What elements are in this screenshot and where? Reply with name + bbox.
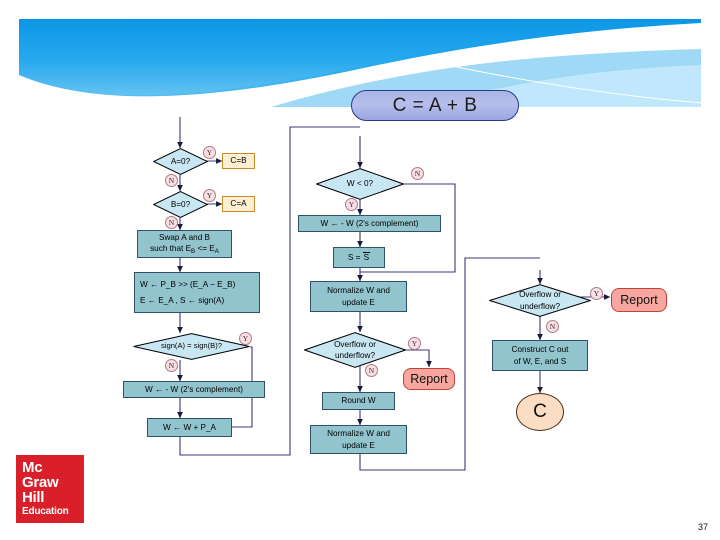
process-align-line2: E ← E_A , S ← sign(A) [140, 295, 225, 305]
decision-w-less-than-zero-label: W < 0? [346, 179, 374, 189]
process-normalize-col2-line1: Normalize W and [327, 286, 390, 296]
badge-yes-overflow-col2: Y [408, 337, 421, 350]
report-col2-label: Report [410, 371, 448, 386]
process-swap-a-b[interactable]: Swap A and B such that EB <= EA [137, 230, 232, 258]
process-negate-w-col1-label: W ← - W (2's complement) [144, 384, 243, 394]
report-button-col3[interactable]: Report [611, 288, 667, 312]
process-negate-w-col2-label: W ← - W (2's complement) [320, 218, 419, 228]
terminator-c: C [516, 393, 564, 431]
process-normalize-update-e-col2[interactable]: Normalize W and update E [310, 281, 407, 312]
process-swap-line1: Swap A and B [159, 232, 210, 242]
process-construct-c-line2: of W, E, and S [513, 356, 567, 366]
decision-sign-label: sign(A) = sign(B)? [161, 341, 222, 351]
badge-yes-overflow-col3: Y [590, 287, 603, 300]
badge-no-overflow-col2: N [365, 364, 378, 377]
decision-overflow-underflow-col2[interactable]: Overflow or underflow? [304, 332, 406, 368]
terminator-c-label: C [533, 401, 547, 423]
process-add-w-pa-label: W ← W + P_A [163, 422, 216, 432]
decision-w-less-than-zero[interactable]: W < 0? [316, 168, 404, 200]
badge-no-b-zero: N [165, 216, 178, 229]
decision-b-equals-zero[interactable]: B=0? [153, 191, 208, 218]
process-construct-c-line1: Construct C out [511, 345, 569, 355]
logo-line-4: Education [22, 506, 69, 517]
badge-yes-a-zero: Y [203, 146, 216, 159]
logo-line-2: Graw [22, 474, 59, 491]
badge-no-sign: N [165, 359, 178, 372]
process-add-w-pa[interactable]: W ← W + P_A [147, 418, 232, 437]
decision-a-equals-zero-label: A=0? [170, 156, 191, 166]
process-align-line1: W ← P_B >> (E_A − E_B) [140, 280, 236, 290]
logo-line-1: Mc [22, 459, 43, 476]
badge-no-w-neg: N [411, 167, 424, 180]
process-flip-sign[interactable]: S = S [333, 247, 385, 268]
mcgraw-hill-education-logo: Mc Graw Hill Education [16, 455, 84, 523]
report-button-col2[interactable]: Report [403, 368, 455, 390]
process-flip-sign-label: S = S [347, 251, 371, 262]
process-round-w-label: Round W [341, 396, 376, 406]
badge-yes-b-zero: Y [203, 189, 216, 202]
badge-no-overflow-col3: N [546, 320, 559, 333]
decision-overflow-col3-label: Overflow or underflow? [519, 290, 561, 311]
badge-no-a-zero: N [165, 174, 178, 187]
badge-yes-w-neg: Y [345, 198, 358, 211]
report-col3-label: Report [620, 292, 658, 307]
box-c-equals-a[interactable]: C=A [222, 196, 255, 212]
box-c-equals-a-label: C=A [230, 199, 247, 209]
decision-a-equals-zero[interactable]: A=0? [153, 148, 208, 175]
box-c-equals-b-label: C=B [230, 156, 247, 166]
decision-overflow-col2-label: Overflow or underflow? [334, 339, 376, 360]
logo-line-3: Hill [22, 489, 45, 506]
process-normalize2-line1: Normalize W and [327, 429, 390, 439]
decision-overflow-underflow-col3[interactable]: Overflow or underflow? [489, 284, 591, 317]
process-construct-c[interactable]: Construct C out of W, E, and S [492, 340, 588, 371]
process-normalize2-line2: update E [342, 440, 375, 450]
process-negate-w-col1[interactable]: W ← - W (2's complement) [123, 381, 265, 398]
process-swap-line2: such that EB <= EA [150, 243, 219, 255]
decision-sign-a-equals-sign-b[interactable]: sign(A) = sign(B)? [133, 333, 250, 360]
page-title: C = A + B [351, 90, 519, 121]
process-normalize-update-e-col2b[interactable]: Normalize W and update E [310, 425, 407, 454]
process-round-w[interactable]: Round W [322, 392, 395, 410]
decision-b-equals-zero-label: B=0? [170, 199, 191, 209]
box-c-equals-b[interactable]: C=B [222, 153, 255, 169]
badge-yes-sign: Y [239, 332, 252, 345]
process-negate-w-col2[interactable]: W ← - W (2's complement) [298, 215, 441, 232]
process-align-significands[interactable]: W ← P_B >> (E_A − E_B) E ← E_A , S ← sig… [134, 272, 260, 313]
process-normalize-col2-line2: update E [342, 297, 375, 307]
page-number: 37 [697, 522, 708, 532]
